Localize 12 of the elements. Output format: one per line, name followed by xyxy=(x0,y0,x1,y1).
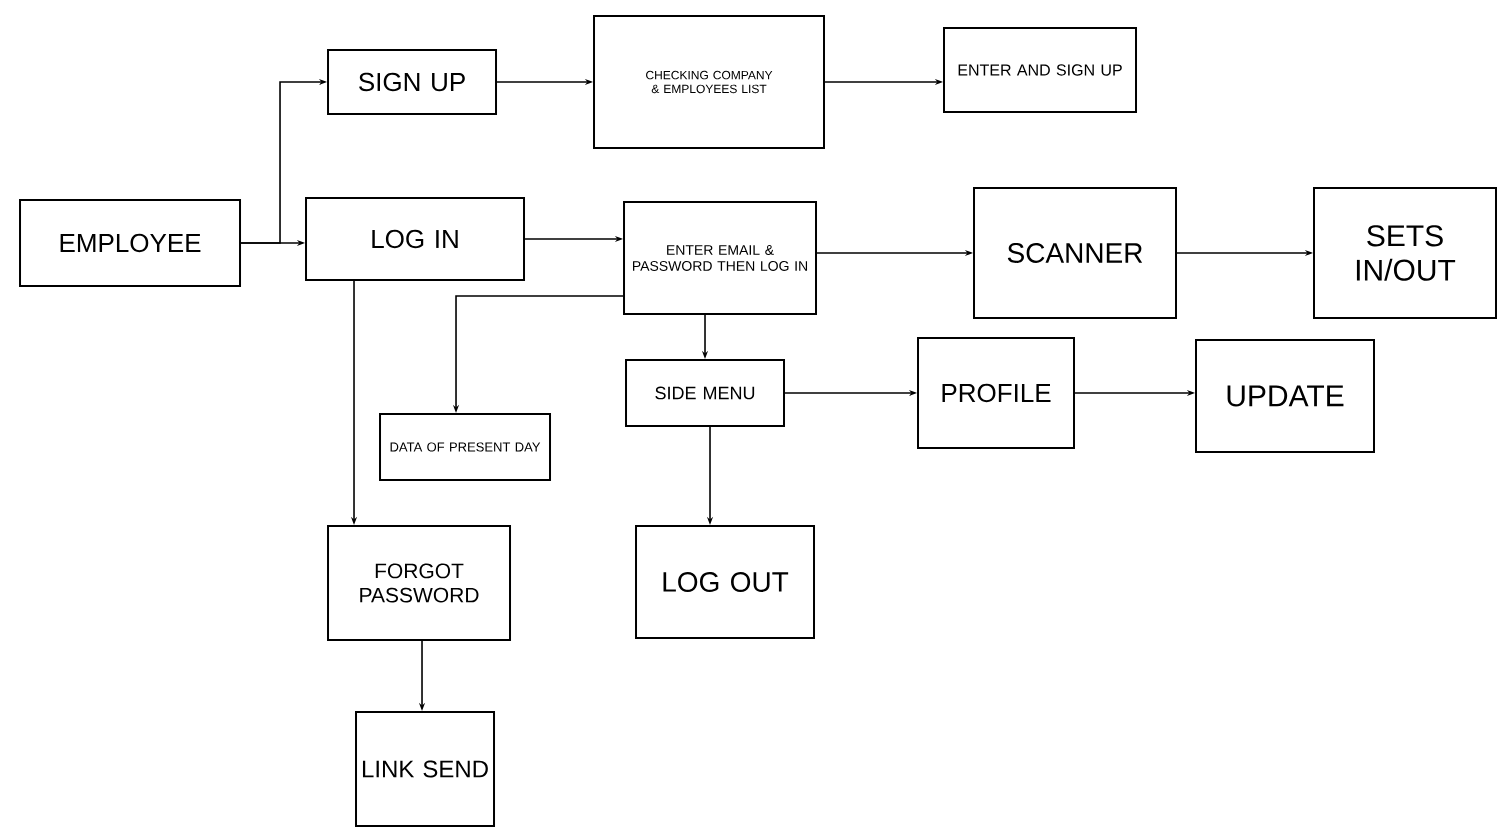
process-box: LOG IN xyxy=(305,197,525,281)
process-box: ENTER AND SIGN UP xyxy=(943,27,1137,113)
process-box: SCANNER xyxy=(973,187,1177,319)
process-box: LOG OUT xyxy=(635,525,815,639)
process-box: SIDE MENU xyxy=(625,359,785,427)
process-box: UPDATE xyxy=(1195,339,1375,453)
process-box: LINK SEND xyxy=(355,711,495,827)
process-box: SETS IN/OUT xyxy=(1313,187,1497,319)
process-box: SIGN UP xyxy=(327,49,497,115)
process-box: PROFILE xyxy=(917,337,1075,449)
process-box: FORGOT PASSWORD xyxy=(327,525,511,641)
process-box: EMPLOYEE xyxy=(19,199,241,287)
